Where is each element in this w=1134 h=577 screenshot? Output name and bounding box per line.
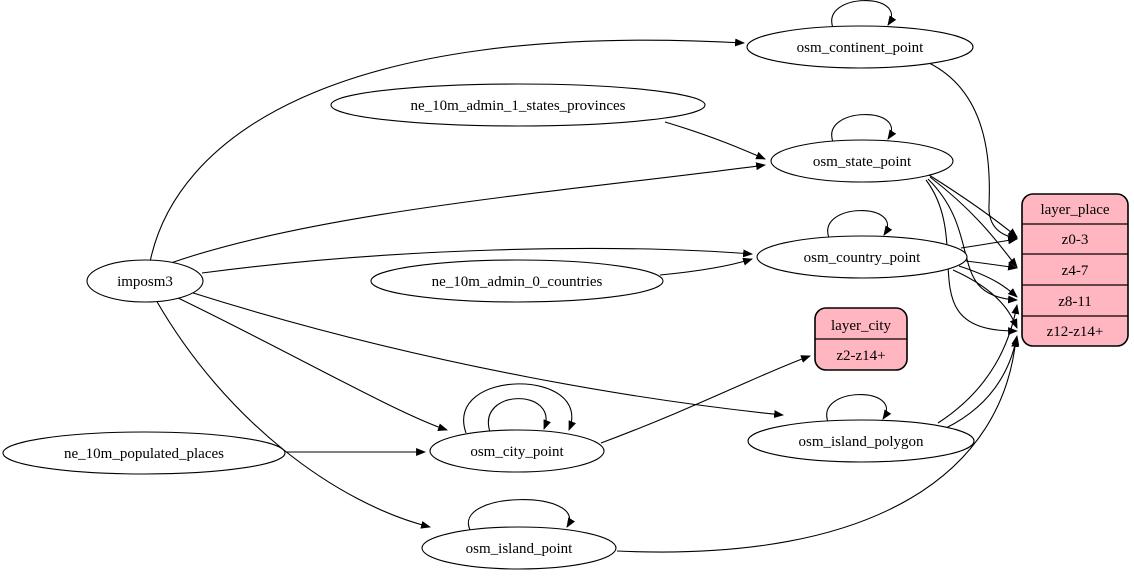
- layer-place-row-z0-3: z0-3: [1062, 232, 1089, 248]
- edge-osm_state_point-z8-11: [927, 178, 1018, 304]
- selfloop-osm_country_point: [827, 210, 893, 239]
- edge-imposm3-osm_island_point: [155, 299, 431, 529]
- node-osm-island-point-shape: [421, 526, 617, 570]
- edge-imposm3-osm_city_point: [175, 296, 448, 431]
- selfloop-osm_state_point: [831, 114, 897, 143]
- node-ne-10m-admin-1-states-provinces: ne_10m_admin_1_states_provinces: [330, 83, 706, 127]
- edge-imposm3-osm_country_point: [201, 247, 753, 274]
- node-imposm3-shape: [86, 259, 204, 303]
- node-ne-10m-populated-places-shape: [2, 431, 286, 475]
- node-ne-10m-admin-0-countries-shape: [370, 259, 664, 303]
- node-osm-city-point: osm_city_point: [429, 429, 605, 473]
- edge-osm_island_polygon-z8-11: [937, 304, 1020, 424]
- edge-osm_country_point-z8-11: [958, 265, 1018, 298]
- node-imposm3-label: imposm3: [117, 274, 173, 290]
- node-osm-island-polygon-shape: [747, 419, 975, 463]
- layer-city-row-z2-z14: z2-z14+: [836, 348, 885, 364]
- node-osm-city-point-label: osm_city_point: [470, 444, 564, 460]
- node-ne-10m-populated-places: ne_10m_populated_places: [2, 431, 286, 475]
- selfloop-osm_city_point-outer: [463, 383, 576, 434]
- node-ne-10m-admin-1-states-provinces-shape: [330, 83, 706, 127]
- node-layer-city: layer_city z2-z14+: [814, 307, 908, 371]
- node-osm-country-point-shape: [756, 235, 968, 279]
- node-imposm3: imposm3: [86, 259, 204, 303]
- node-osm-state-point-label: osm_state_point: [813, 154, 912, 170]
- edges-layer: [149, 0, 1020, 553]
- edge-osm_country_point-z12-z14: [952, 269, 1018, 329]
- node-osm-continent-point-label: osm_continent_point: [797, 40, 924, 56]
- selfloop-osm_continent_point: [831, 0, 897, 29]
- node-ne-10m-admin-0-countries-label: ne_10m_admin_0_countries: [432, 274, 603, 290]
- node-osm-island-point: osm_island_point: [421, 526, 617, 570]
- edge-osm_continent_point-z0-3: [928, 62, 1018, 241]
- edge-osm_country_point-z0-3: [960, 236, 1018, 249]
- edge-osm_island_polygon-z12-z14: [945, 335, 1020, 429]
- edge-osm_state_point-z4-7: [929, 176, 1018, 268]
- layer-place-row-z4-7: z4-7: [1062, 263, 1089, 279]
- edge-osm_state_point-z12-z14: [925, 179, 1018, 336]
- node-osm-continent-point-shape: [746, 25, 974, 69]
- selfloop-osm_city_point-inner: [487, 398, 551, 433]
- edge-osm_country_point-z4-7: [965, 260, 1018, 271]
- selfloop-osm_island_point: [467, 499, 576, 531]
- edge-imposm3-osm_state_point: [167, 162, 766, 265]
- node-osm-island-point-label: osm_island_point: [466, 541, 574, 557]
- layer-place-row-z12-z14: z12-z14+: [1047, 324, 1104, 340]
- edge-ne_10m_admin_1_states_provinces-osm_state_point: [664, 121, 766, 160]
- layer-place-row-z8-11: z8-11: [1058, 294, 1092, 310]
- node-ne-10m-admin-1-states-provinces-label: ne_10m_admin_1_states_provinces: [411, 98, 626, 114]
- layer-place-title: layer_place: [1040, 202, 1109, 218]
- node-osm-continent-point: osm_continent_point: [746, 25, 974, 69]
- node-osm-island-polygon-label: osm_island_polygon: [798, 434, 924, 450]
- edge-ne_10m_admin_0_countries-osm_country_point: [659, 257, 753, 276]
- edge-osm_island_point-z12-z14: [616, 337, 1020, 553]
- layer-city-title: layer_city: [831, 318, 891, 334]
- node-osm-state-point: osm_state_point: [770, 139, 954, 183]
- node-osm-country-point: osm_country_point: [756, 235, 968, 279]
- edge-osm_state_point-z0-3: [928, 174, 1018, 238]
- node-osm-state-point-shape: [770, 139, 954, 183]
- node-osm-country-point-label: osm_country_point: [804, 250, 921, 266]
- selfloop-osm_island_polygon: [826, 394, 892, 423]
- node-layer-place: layer_place z0-3 z4-7 z8-11 z12-z14+: [1021, 193, 1129, 347]
- node-osm-city-point-shape: [429, 429, 605, 473]
- edge-imposm3-osm_continent_point: [149, 38, 745, 263]
- node-layer-place-shape: [1021, 193, 1129, 347]
- node-ne-10m-admin-0-countries: ne_10m_admin_0_countries: [370, 259, 664, 303]
- edge-imposm3-osm_island_polygon: [189, 291, 784, 419]
- node-ne-10m-populated-places-label: ne_10m_populated_places: [64, 446, 224, 462]
- edge-osm_city_point-layer_city-z2: [600, 355, 811, 444]
- node-osm-island-polygon: osm_island_polygon: [747, 419, 975, 463]
